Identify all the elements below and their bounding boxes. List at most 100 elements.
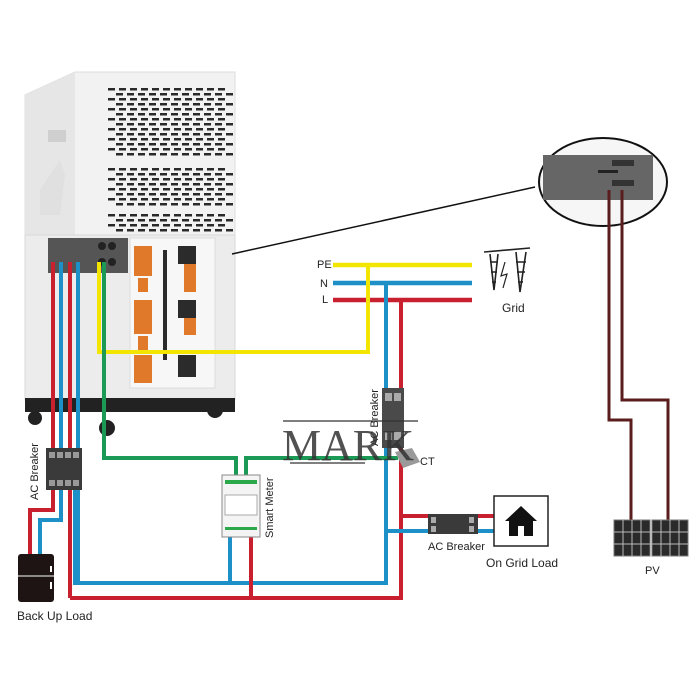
vent-slot <box>226 183 233 186</box>
vent-slot <box>171 219 178 222</box>
vent-slot <box>193 193 200 196</box>
vent-slot <box>215 229 222 232</box>
vent-slot <box>171 123 178 126</box>
vent-slot <box>182 123 189 126</box>
vent-slot <box>174 138 181 141</box>
vent-slot <box>193 219 200 222</box>
vent-slot <box>174 98 181 101</box>
backup-load-label: Back Up Load <box>17 609 92 623</box>
vent-slot <box>215 143 222 146</box>
vent-slot <box>141 188 148 191</box>
vent-slot <box>215 133 222 136</box>
vent-slot <box>130 224 137 227</box>
vent-slot <box>119 168 126 171</box>
vent-slot <box>204 153 211 156</box>
vent-slot <box>116 113 123 116</box>
vent-slot <box>218 148 225 151</box>
vent-slot <box>174 214 181 217</box>
side-switch <box>40 160 65 215</box>
vent-slot <box>130 128 137 131</box>
vent-slot <box>119 118 126 121</box>
vent-slot <box>196 148 203 151</box>
vent-slot <box>207 224 214 227</box>
vent-slot <box>163 98 170 101</box>
vent-slot <box>207 168 214 171</box>
vent-slot <box>171 103 178 106</box>
vent-slot <box>193 183 200 186</box>
vent-slot <box>149 113 156 116</box>
vent-slot <box>163 128 170 131</box>
vent-slot <box>149 193 156 196</box>
vent-slot <box>127 133 134 136</box>
vent-slot <box>152 138 159 141</box>
vent-slot <box>171 93 178 96</box>
vent-slot <box>182 93 189 96</box>
vent-slot <box>193 173 200 176</box>
vent-slot <box>196 128 203 131</box>
vent-slot <box>196 214 203 217</box>
on-grid-load-label: On Grid Load <box>486 556 558 570</box>
vent-slot <box>193 103 200 106</box>
vent-slot <box>149 93 156 96</box>
vent-slot <box>226 193 233 196</box>
pv-panels <box>613 519 689 557</box>
vent-slot <box>141 98 148 101</box>
side-handle <box>48 130 66 142</box>
vent-slot <box>130 148 137 151</box>
vent-slot <box>174 224 181 227</box>
vent-slot <box>185 128 192 131</box>
pv-label: PV <box>645 565 660 577</box>
vent-slot <box>141 138 148 141</box>
vent-slot <box>215 219 222 222</box>
vent-slot <box>218 108 225 111</box>
vent-slot <box>163 178 170 181</box>
vent-slot <box>127 203 134 206</box>
vent-slot <box>152 118 159 121</box>
solar-panel-icon <box>613 519 651 557</box>
vent-slot <box>204 173 211 176</box>
vent-slot <box>174 108 181 111</box>
vent-slot <box>127 183 134 186</box>
vent-slot <box>119 224 126 227</box>
vent-slot <box>171 113 178 116</box>
vent-slot <box>196 98 203 101</box>
vent-slot <box>108 188 115 191</box>
vent-slot <box>116 183 123 186</box>
vent-slot <box>152 168 159 171</box>
vent-slot <box>218 88 225 91</box>
vent-slot <box>149 229 156 232</box>
vent-slot <box>160 113 167 116</box>
vent-slot <box>163 118 170 121</box>
vent-slot <box>116 229 123 232</box>
vent-slot <box>138 203 145 206</box>
vent-slot <box>182 113 189 116</box>
ac-breaker-backup <box>46 448 82 490</box>
vent-slot <box>226 203 233 206</box>
vent-slot <box>215 193 222 196</box>
pv-wire-positive <box>620 190 670 520</box>
vent-slot <box>204 229 211 232</box>
vent-slot <box>185 224 192 227</box>
vent-slot <box>207 148 214 151</box>
vent-slot <box>215 153 222 156</box>
vent-slot <box>138 153 145 156</box>
vent-slot <box>182 183 189 186</box>
vent-slot <box>185 138 192 141</box>
vent-slot <box>174 118 181 121</box>
vent-slot <box>149 203 156 206</box>
vent-slot <box>226 113 233 116</box>
comm-wire-meter <box>102 262 238 475</box>
vent-slot <box>160 123 167 126</box>
vent-slot <box>138 103 145 106</box>
vent-slot <box>119 138 126 141</box>
vent-slot <box>185 178 192 181</box>
smart-meter-device <box>221 474 261 538</box>
vent-slot <box>152 214 159 217</box>
vent-slot <box>108 128 115 131</box>
vent-slot <box>196 118 203 121</box>
grid-bus <box>333 262 472 303</box>
vent-slot <box>160 229 167 232</box>
vent-slot <box>196 168 203 171</box>
vent-slot <box>193 153 200 156</box>
vent-slot <box>204 113 211 116</box>
